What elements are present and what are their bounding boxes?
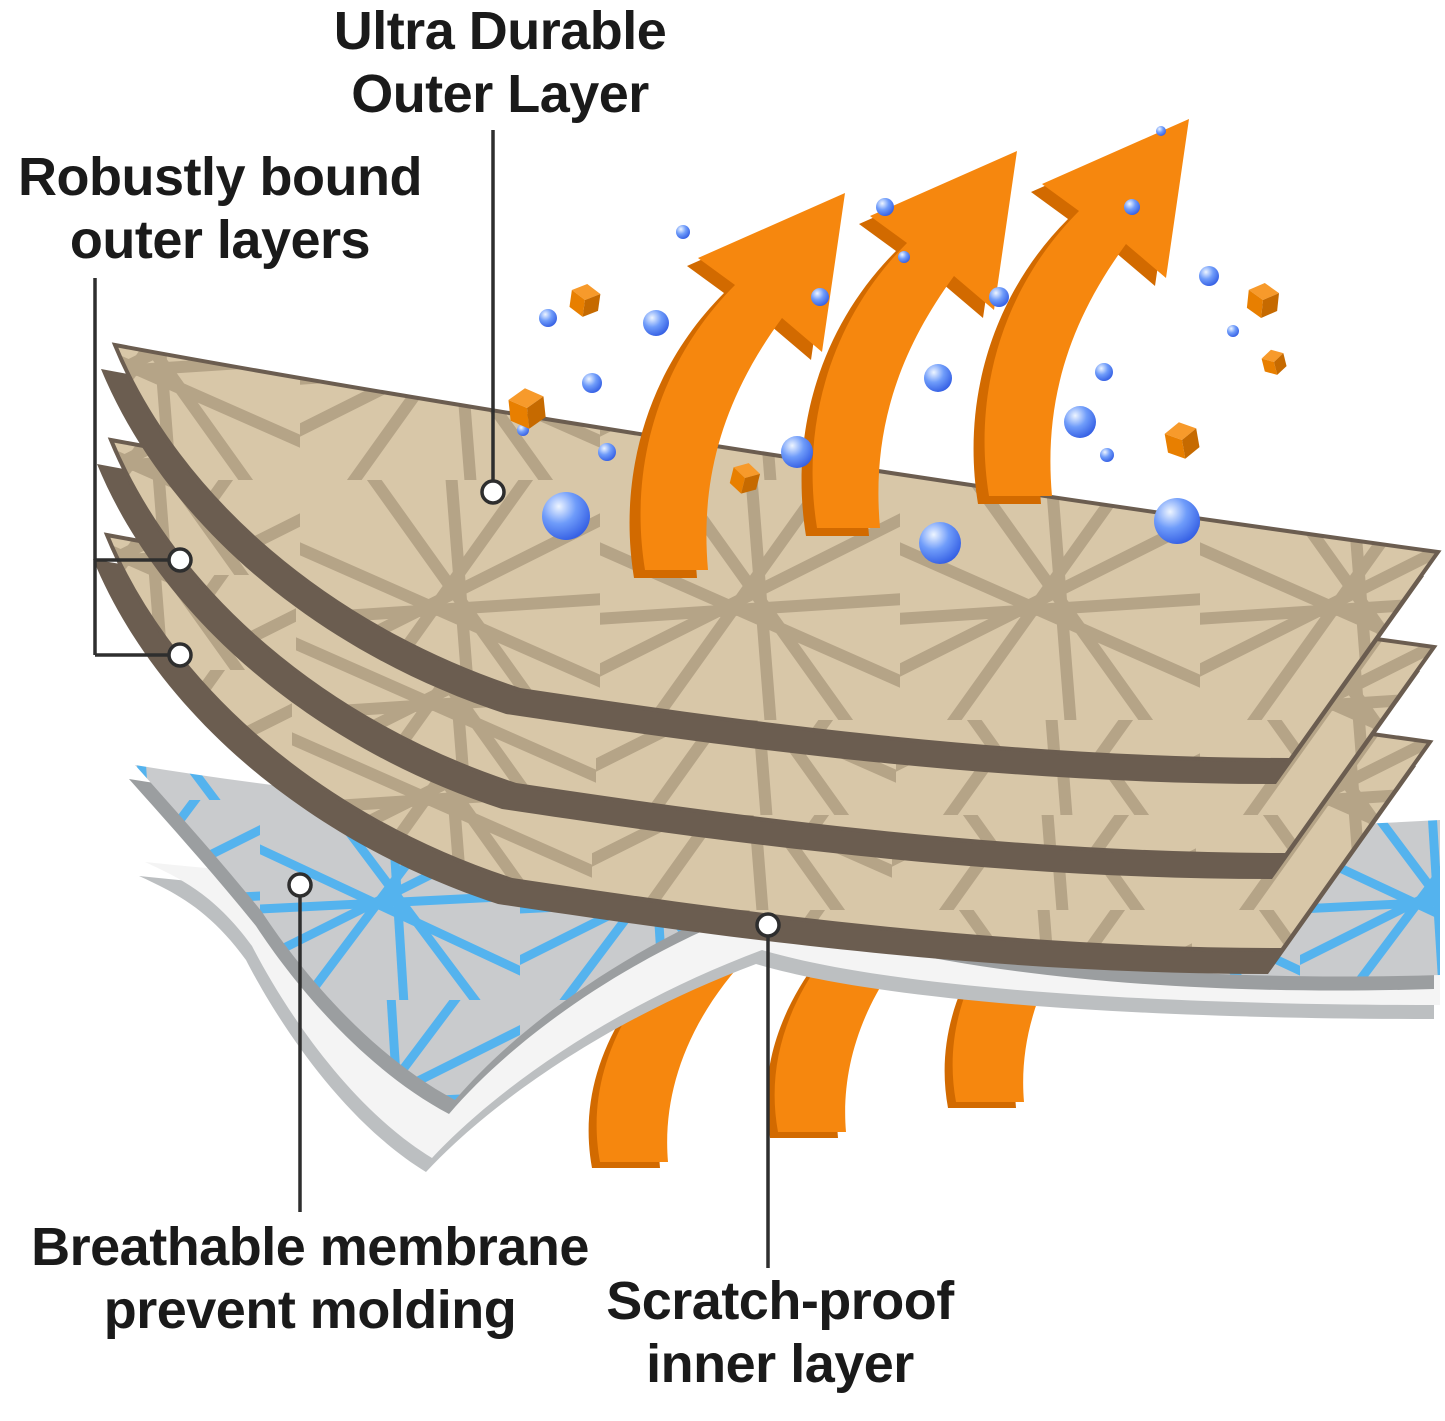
label-breathable-membrane: Breathable membrane prevent molding (10, 1216, 610, 1342)
label-line: outer layers (69, 210, 371, 271)
label-line: prevent molding (103, 1280, 517, 1341)
callout-dot-robust-2 (167, 642, 193, 668)
label-line: Scratch-proof (606, 1271, 954, 1331)
callout-robust-bound (93, 278, 169, 657)
callout-dots (167, 479, 781, 938)
label-line: Ultra Durable (333, 1, 667, 61)
callout-dot-scratch (755, 912, 781, 938)
callout-dot-breathable (287, 872, 313, 898)
label-robustly-bound-outer-layers: Robustly bound outer layers (0, 146, 440, 272)
label-line: Outer Layer (351, 64, 649, 125)
callout-lines (93, 130, 770, 1268)
label-ultra-durable-outer-layer: Ultra Durable Outer Layer (250, 0, 750, 126)
label-scratch-proof-inner-layer: Scratch-proof inner layer (560, 1270, 1000, 1396)
callout-dot-robust-1 (167, 547, 193, 573)
label-line: inner layer (646, 1334, 914, 1395)
label-line: Robustly bound (18, 147, 422, 207)
label-line: Breathable membrane (31, 1217, 589, 1277)
water-droplets (517, 126, 1239, 564)
callout-dot-ultra (480, 479, 506, 505)
